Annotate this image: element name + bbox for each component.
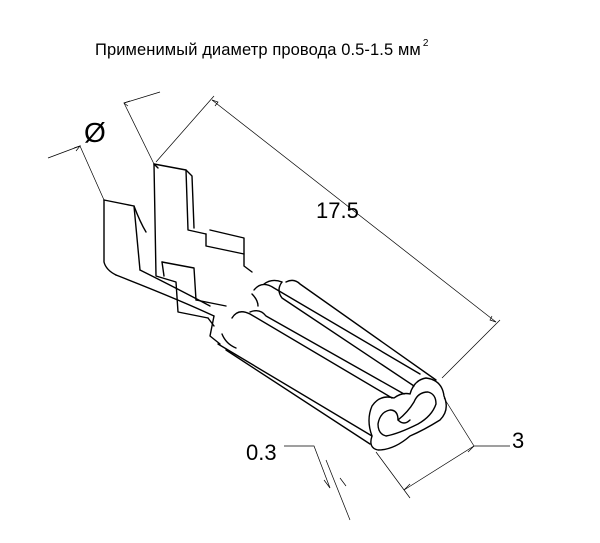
length-label: 17.5 (316, 198, 359, 223)
crimp-wing-right (153, 163, 209, 319)
conductor-crimp-section (161, 229, 253, 307)
receptacle-end-face (368, 377, 447, 451)
width-dimension (375, 397, 510, 499)
crimp-wing-left (103, 199, 147, 276)
diameter-label: Ø (84, 117, 106, 148)
title-superscript: 2 (422, 38, 429, 49)
thickness-label: 0.3 (246, 440, 277, 465)
base-strip (115, 269, 221, 345)
receptacle-body (217, 279, 437, 445)
length-dimension (155, 95, 501, 379)
diameter-dimension (47, 91, 161, 201)
width-label: 3 (512, 428, 524, 453)
thickness-dimension (284, 445, 351, 521)
title-text: Применимый диаметр провода 0.5-1.5 мм (95, 41, 421, 59)
